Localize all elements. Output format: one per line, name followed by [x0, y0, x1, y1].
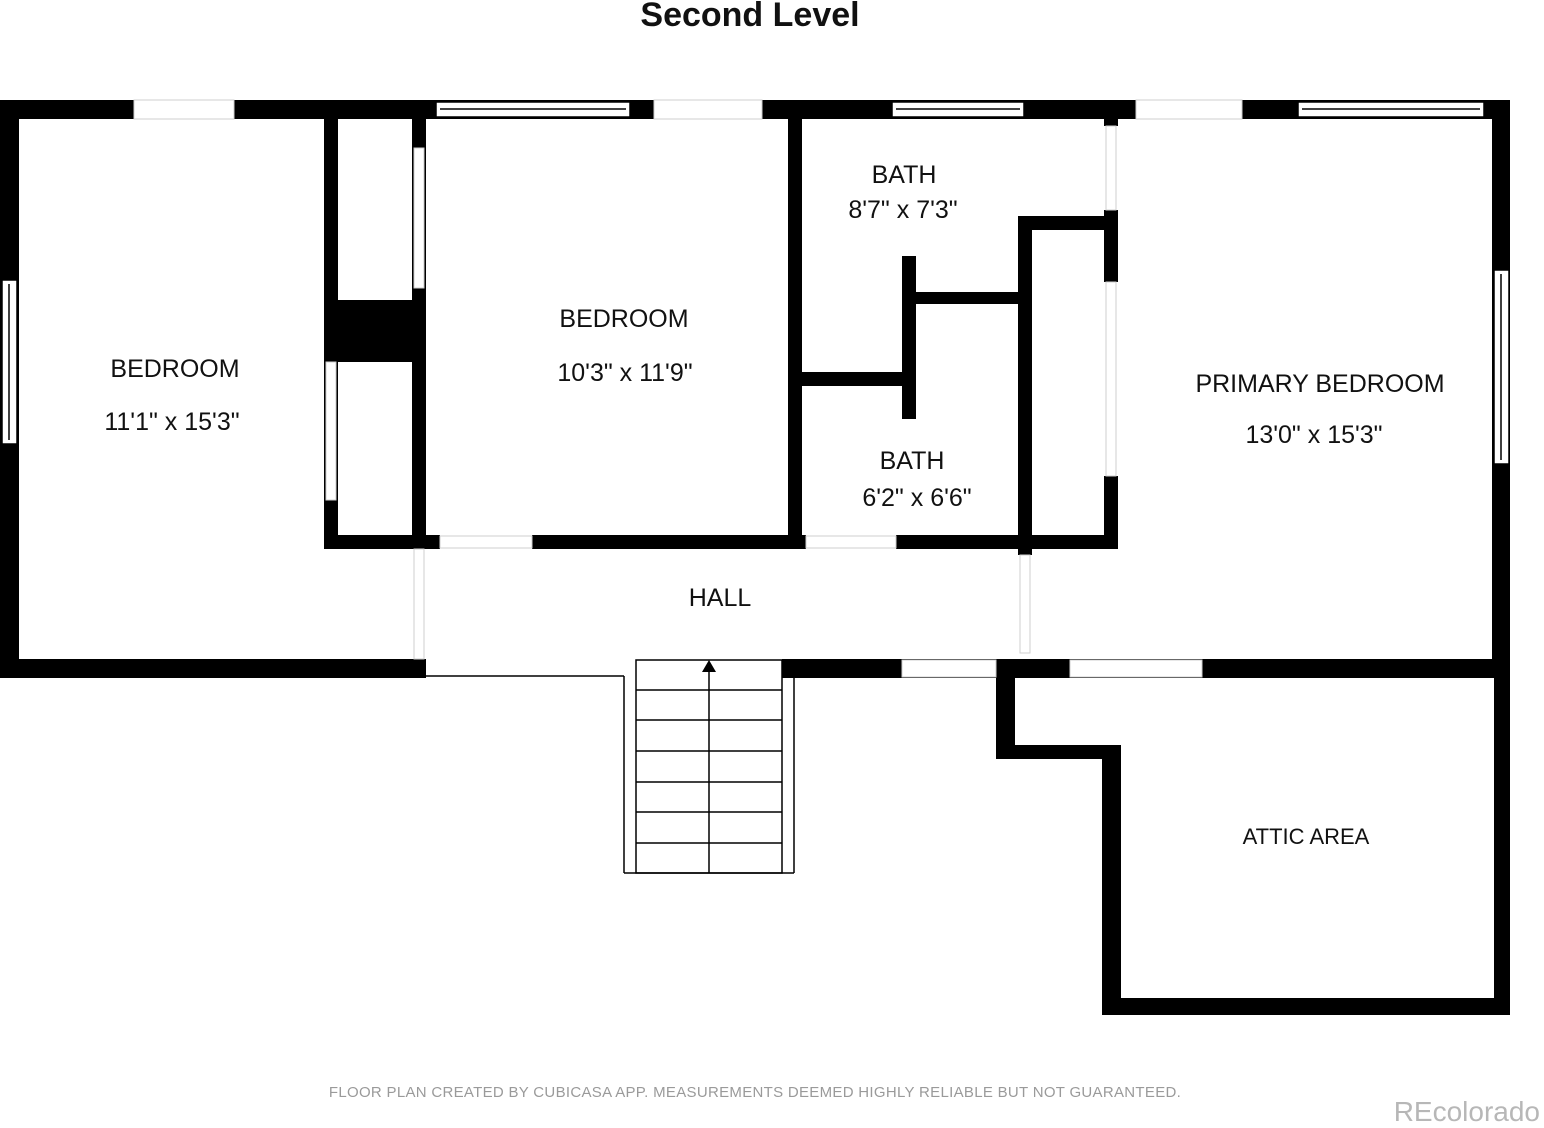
bath-lower-size: 6'2" x 6'6" — [862, 484, 972, 512]
window-left-bedroom — [1, 279, 18, 445]
door-closet-left — [325, 361, 337, 501]
wall-closet-bath-left — [1018, 216, 1032, 549]
opening-top-mid — [653, 99, 763, 120]
wall-attic-bottom — [1102, 998, 1510, 1015]
floor-title: Second Level — [640, 0, 860, 34]
opening-bottom-hall — [901, 659, 997, 678]
wall-hall-top-a — [412, 535, 440, 549]
wall-attic-step-v — [996, 659, 1015, 759]
opening-hall-left — [413, 548, 425, 660]
window-top-bath — [891, 101, 1025, 118]
wall-closet-bath-right-b — [1104, 476, 1118, 549]
wall-bath-stub — [902, 256, 916, 419]
window-right-primary — [1493, 269, 1510, 465]
wall-bath-mid — [914, 292, 1022, 304]
bath-upper-name: BATH — [871, 161, 937, 189]
primary-bedroom-size: 13'0" x 15'3" — [1245, 421, 1383, 449]
attic-name: ATTIC AREA — [1242, 824, 1370, 849]
bath-lower-name: BATH — [879, 447, 945, 475]
door-primary-closet — [1105, 281, 1117, 477]
windows — [1, 101, 1510, 465]
door-attic — [1069, 659, 1203, 678]
wall-primary-left-top — [1104, 100, 1118, 126]
exterior-walls — [0, 100, 1510, 1015]
openings — [133, 99, 1243, 678]
bedroom-left-size: 11'1" x 15'3" — [104, 408, 240, 436]
window-top-primary — [1297, 101, 1485, 118]
door-bath-upper — [1105, 125, 1117, 211]
primary-bedroom-name: PRIMARY BEDROOM — [1195, 370, 1445, 398]
wall-bottom-left — [0, 659, 426, 678]
opening-hall-right — [1019, 554, 1031, 654]
wall-hall-top-c — [896, 535, 1118, 549]
wall-bedroom-mid-right — [788, 100, 802, 549]
stairs — [426, 659, 795, 874]
bedroom-middle-size: 10'3" x 11'9" — [557, 359, 693, 387]
wall-closet-block — [324, 300, 426, 362]
opening-top-left — [133, 99, 235, 120]
disclaimer-footer: FLOOR PLAN CREATED BY CUBICASA APP. MEAS… — [328, 1084, 1182, 1101]
bedroom-middle-name: BEDROOM — [559, 305, 689, 333]
wall-bath-divider — [802, 372, 914, 386]
wall-closet-bottom — [324, 535, 426, 549]
door-bedroom-mid — [439, 535, 533, 549]
door-bath-lower — [805, 535, 897, 549]
wall-closet-bath-right-a — [1104, 210, 1118, 282]
door-closet-mid — [413, 147, 425, 289]
bedroom-left-name: BEDROOM — [110, 355, 240, 383]
opening-top-primary — [1135, 99, 1243, 120]
window-top-bedroom-mid — [435, 101, 631, 118]
wall-attic-step-h — [996, 745, 1120, 759]
wall-attic-right — [1494, 662, 1510, 1015]
wall-hall-right-jamb — [1018, 549, 1032, 555]
stair-arrow-icon — [702, 660, 716, 672]
brand-logo: REcolorado — [1393, 1096, 1540, 1127]
interior-walls — [324, 100, 1118, 555]
wall-hall-top-b — [532, 535, 806, 549]
hall-name: HALL — [688, 584, 752, 612]
bath-upper-size: 8'7" x 7'3" — [848, 196, 958, 224]
wall-closet-bath-top — [1018, 216, 1116, 230]
wall-attic-left — [1102, 745, 1121, 1015]
